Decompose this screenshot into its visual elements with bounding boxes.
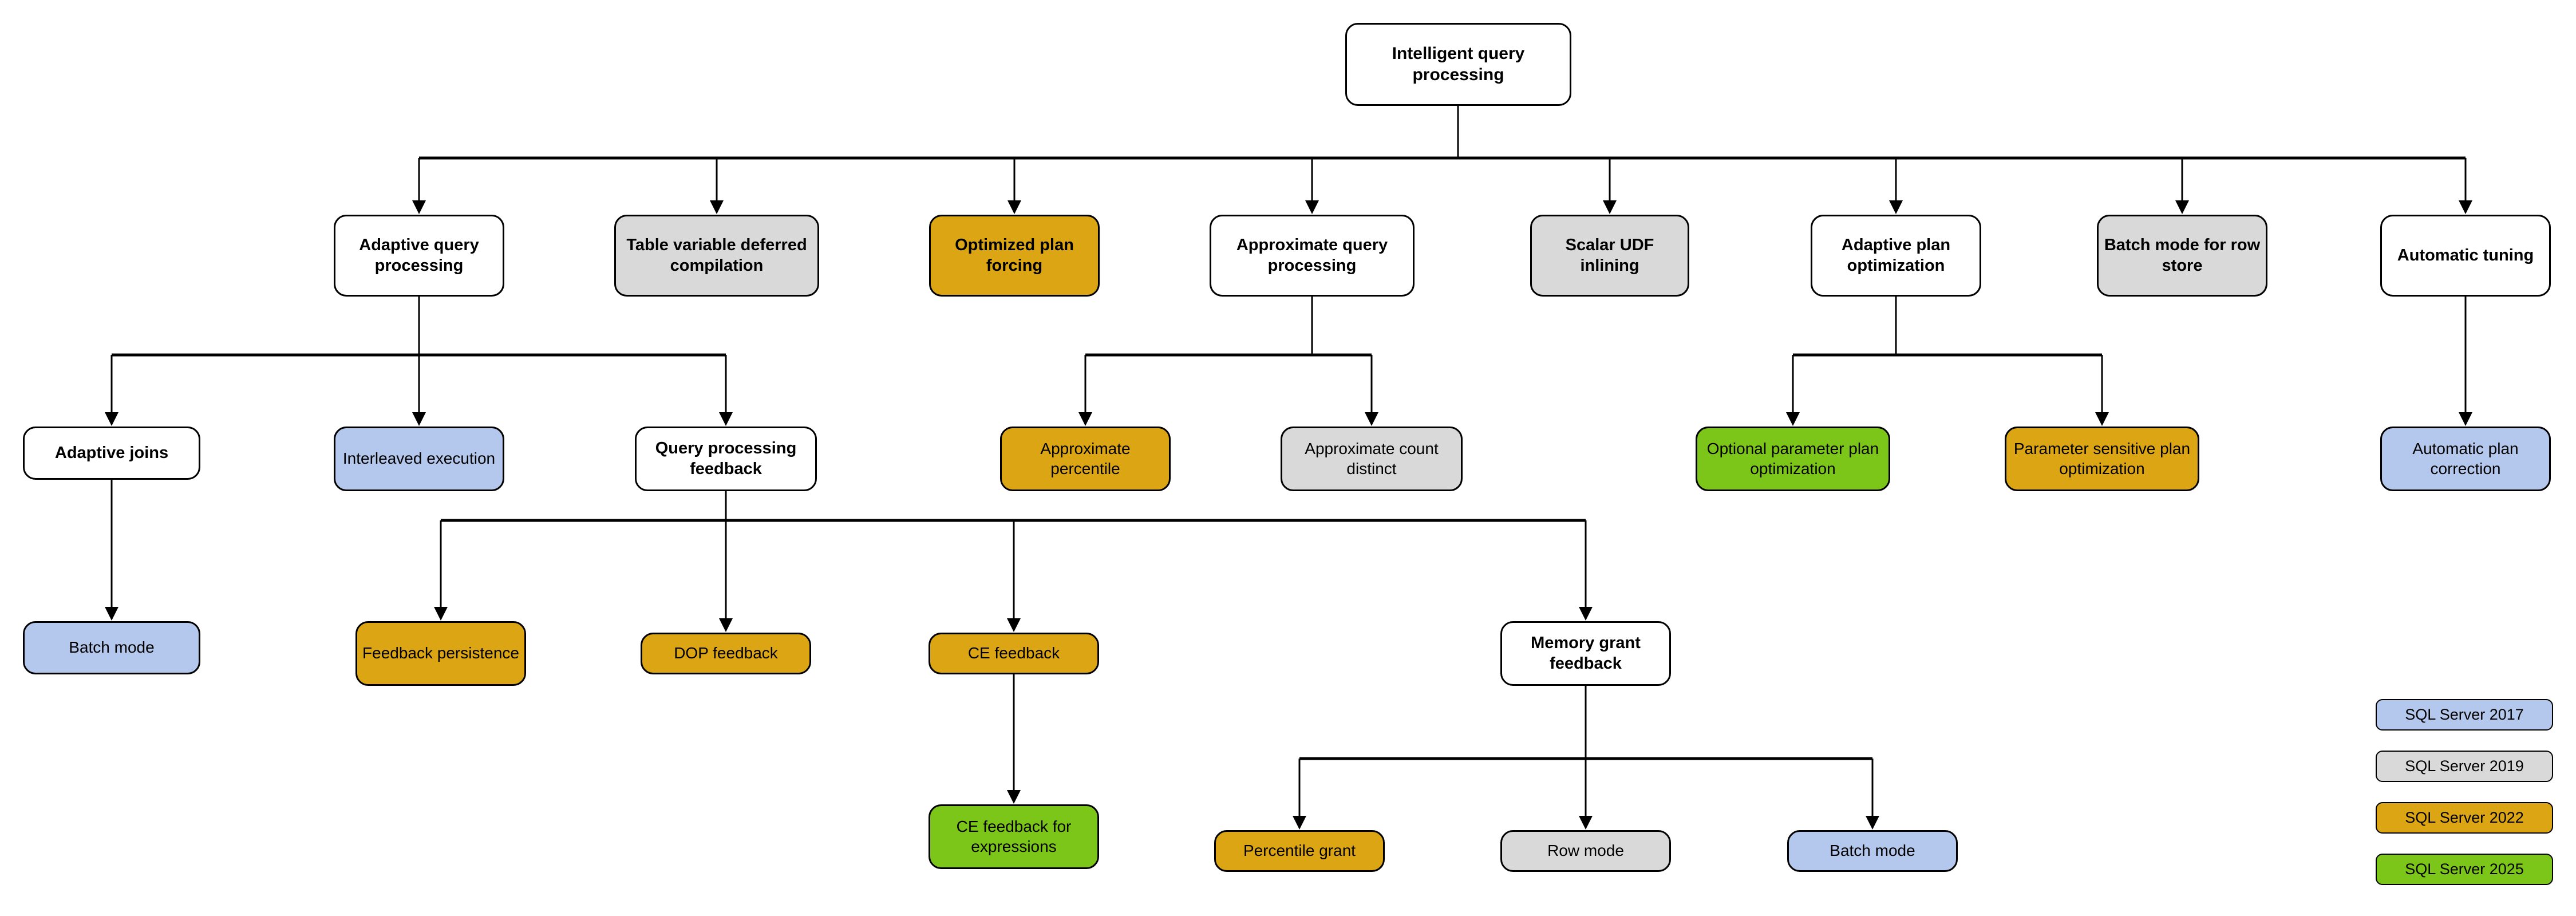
legend-label: SQL Server 2025 xyxy=(2405,860,2524,878)
node-label: Adaptive plan optimization xyxy=(1841,236,1951,275)
node-label: Approximate query processing xyxy=(1236,236,1388,275)
node-batch-mode-for-row-store[interactable]: Batch mode for row store xyxy=(2097,215,2267,297)
node-percentile-grant[interactable]: Percentile grant xyxy=(1214,830,1385,872)
node-label: Optimized plan forcing xyxy=(955,236,1074,275)
legend-item-sql-server-2019: SQL Server 2019 xyxy=(2376,751,2553,782)
legend-label: SQL Server 2019 xyxy=(2405,757,2524,775)
node-label: Automatic tuning xyxy=(2397,246,2534,264)
node-label: CE feedback xyxy=(967,644,1060,662)
node-approximate-percentile[interactable]: Approximate percentile xyxy=(1000,427,1171,491)
node-label: Scalar UDF inlining xyxy=(1565,236,1654,275)
node-label: Approximate count distinct xyxy=(1305,440,1439,477)
node-table-variable-deferred-compilation[interactable]: Table variable deferred compilation xyxy=(614,215,819,297)
node-approximate-count-distinct[interactable]: Approximate count distinct xyxy=(1281,427,1463,491)
legend-label: SQL Server 2022 xyxy=(2405,809,2524,826)
node-scalar-udf-inlining[interactable]: Scalar UDF inlining xyxy=(1530,215,1689,297)
node-label: DOP feedback xyxy=(674,644,778,662)
node-label: Interleaved execution xyxy=(342,449,496,468)
node-intelligent-query-processing[interactable]: Intelligent query processing xyxy=(1345,23,1571,106)
node-label: Batch mode for row store xyxy=(2104,236,2261,275)
node-approximate-query-processing[interactable]: Approximate query processing xyxy=(1210,215,1415,297)
node-adaptive-plan-optimization[interactable]: Adaptive plan optimization xyxy=(1811,215,1981,297)
node-label: Batch mode xyxy=(69,638,155,657)
node-label: Automatic plan correction xyxy=(2412,440,2519,477)
node-label: Optional parameter plan optimization xyxy=(1706,440,1879,477)
node-label: CE feedback for expressions xyxy=(956,818,1072,855)
node-automatic-tuning[interactable]: Automatic tuning xyxy=(2380,215,2551,297)
legend-label: SQL Server 2017 xyxy=(2405,706,2524,723)
node-optional-parameter-plan-optimization[interactable]: Optional parameter plan optimization xyxy=(1696,427,1890,491)
node-label: Adaptive joins xyxy=(54,443,169,462)
legend-item-sql-server-2017: SQL Server 2017 xyxy=(2376,699,2553,731)
node-label: Feedback persistence xyxy=(362,644,519,662)
node-parameter-sensitive-plan-optimization[interactable]: Parameter sensitive plan optimization xyxy=(2005,427,2199,491)
node-feedback-persistence[interactable]: Feedback persistence xyxy=(355,621,526,686)
node-adaptive-joins[interactable]: Adaptive joins xyxy=(23,427,200,480)
node-query-processing-feedback[interactable]: Query processing feedback xyxy=(635,427,817,491)
node-ce-feedback-for-expressions[interactable]: CE feedback for expressions xyxy=(929,804,1099,869)
node-interleaved-execution[interactable]: Interleaved execution xyxy=(334,427,504,491)
node-row-mode[interactable]: Row mode xyxy=(1500,830,1671,872)
node-optimized-plan-forcing[interactable]: Optimized plan forcing xyxy=(929,215,1100,297)
node-batch-mode-adaptive-joins[interactable]: Batch mode xyxy=(23,621,200,674)
node-label: Adaptive query processing xyxy=(359,236,479,275)
legend-item-sql-server-2022: SQL Server 2022 xyxy=(2376,802,2553,834)
node-label: Table variable deferred compilation xyxy=(626,236,807,275)
node-label: Memory grant feedback xyxy=(1531,634,1641,673)
node-ce-feedback[interactable]: CE feedback xyxy=(929,633,1099,674)
node-dop-feedback[interactable]: DOP feedback xyxy=(641,633,811,674)
node-batch-mode-memory-grant[interactable]: Batch mode xyxy=(1787,830,1958,872)
node-label: Approximate percentile xyxy=(1040,440,1131,477)
node-label: Batch mode xyxy=(1830,842,1915,860)
node-memory-grant-feedback[interactable]: Memory grant feedback xyxy=(1500,621,1671,686)
node-label: Query processing feedback xyxy=(655,439,797,478)
node-label: Parameter sensitive plan optimization xyxy=(2013,440,2191,477)
node-automatic-plan-correction[interactable]: Automatic plan correction xyxy=(2380,427,2551,491)
node-adaptive-query-processing[interactable]: Adaptive query processing xyxy=(334,215,504,297)
node-label: Intelligent query processing xyxy=(1392,44,1525,84)
node-label: Percentile grant xyxy=(1243,842,1356,860)
node-label: Row mode xyxy=(1547,842,1624,860)
legend-item-sql-server-2025: SQL Server 2025 xyxy=(2376,854,2553,885)
